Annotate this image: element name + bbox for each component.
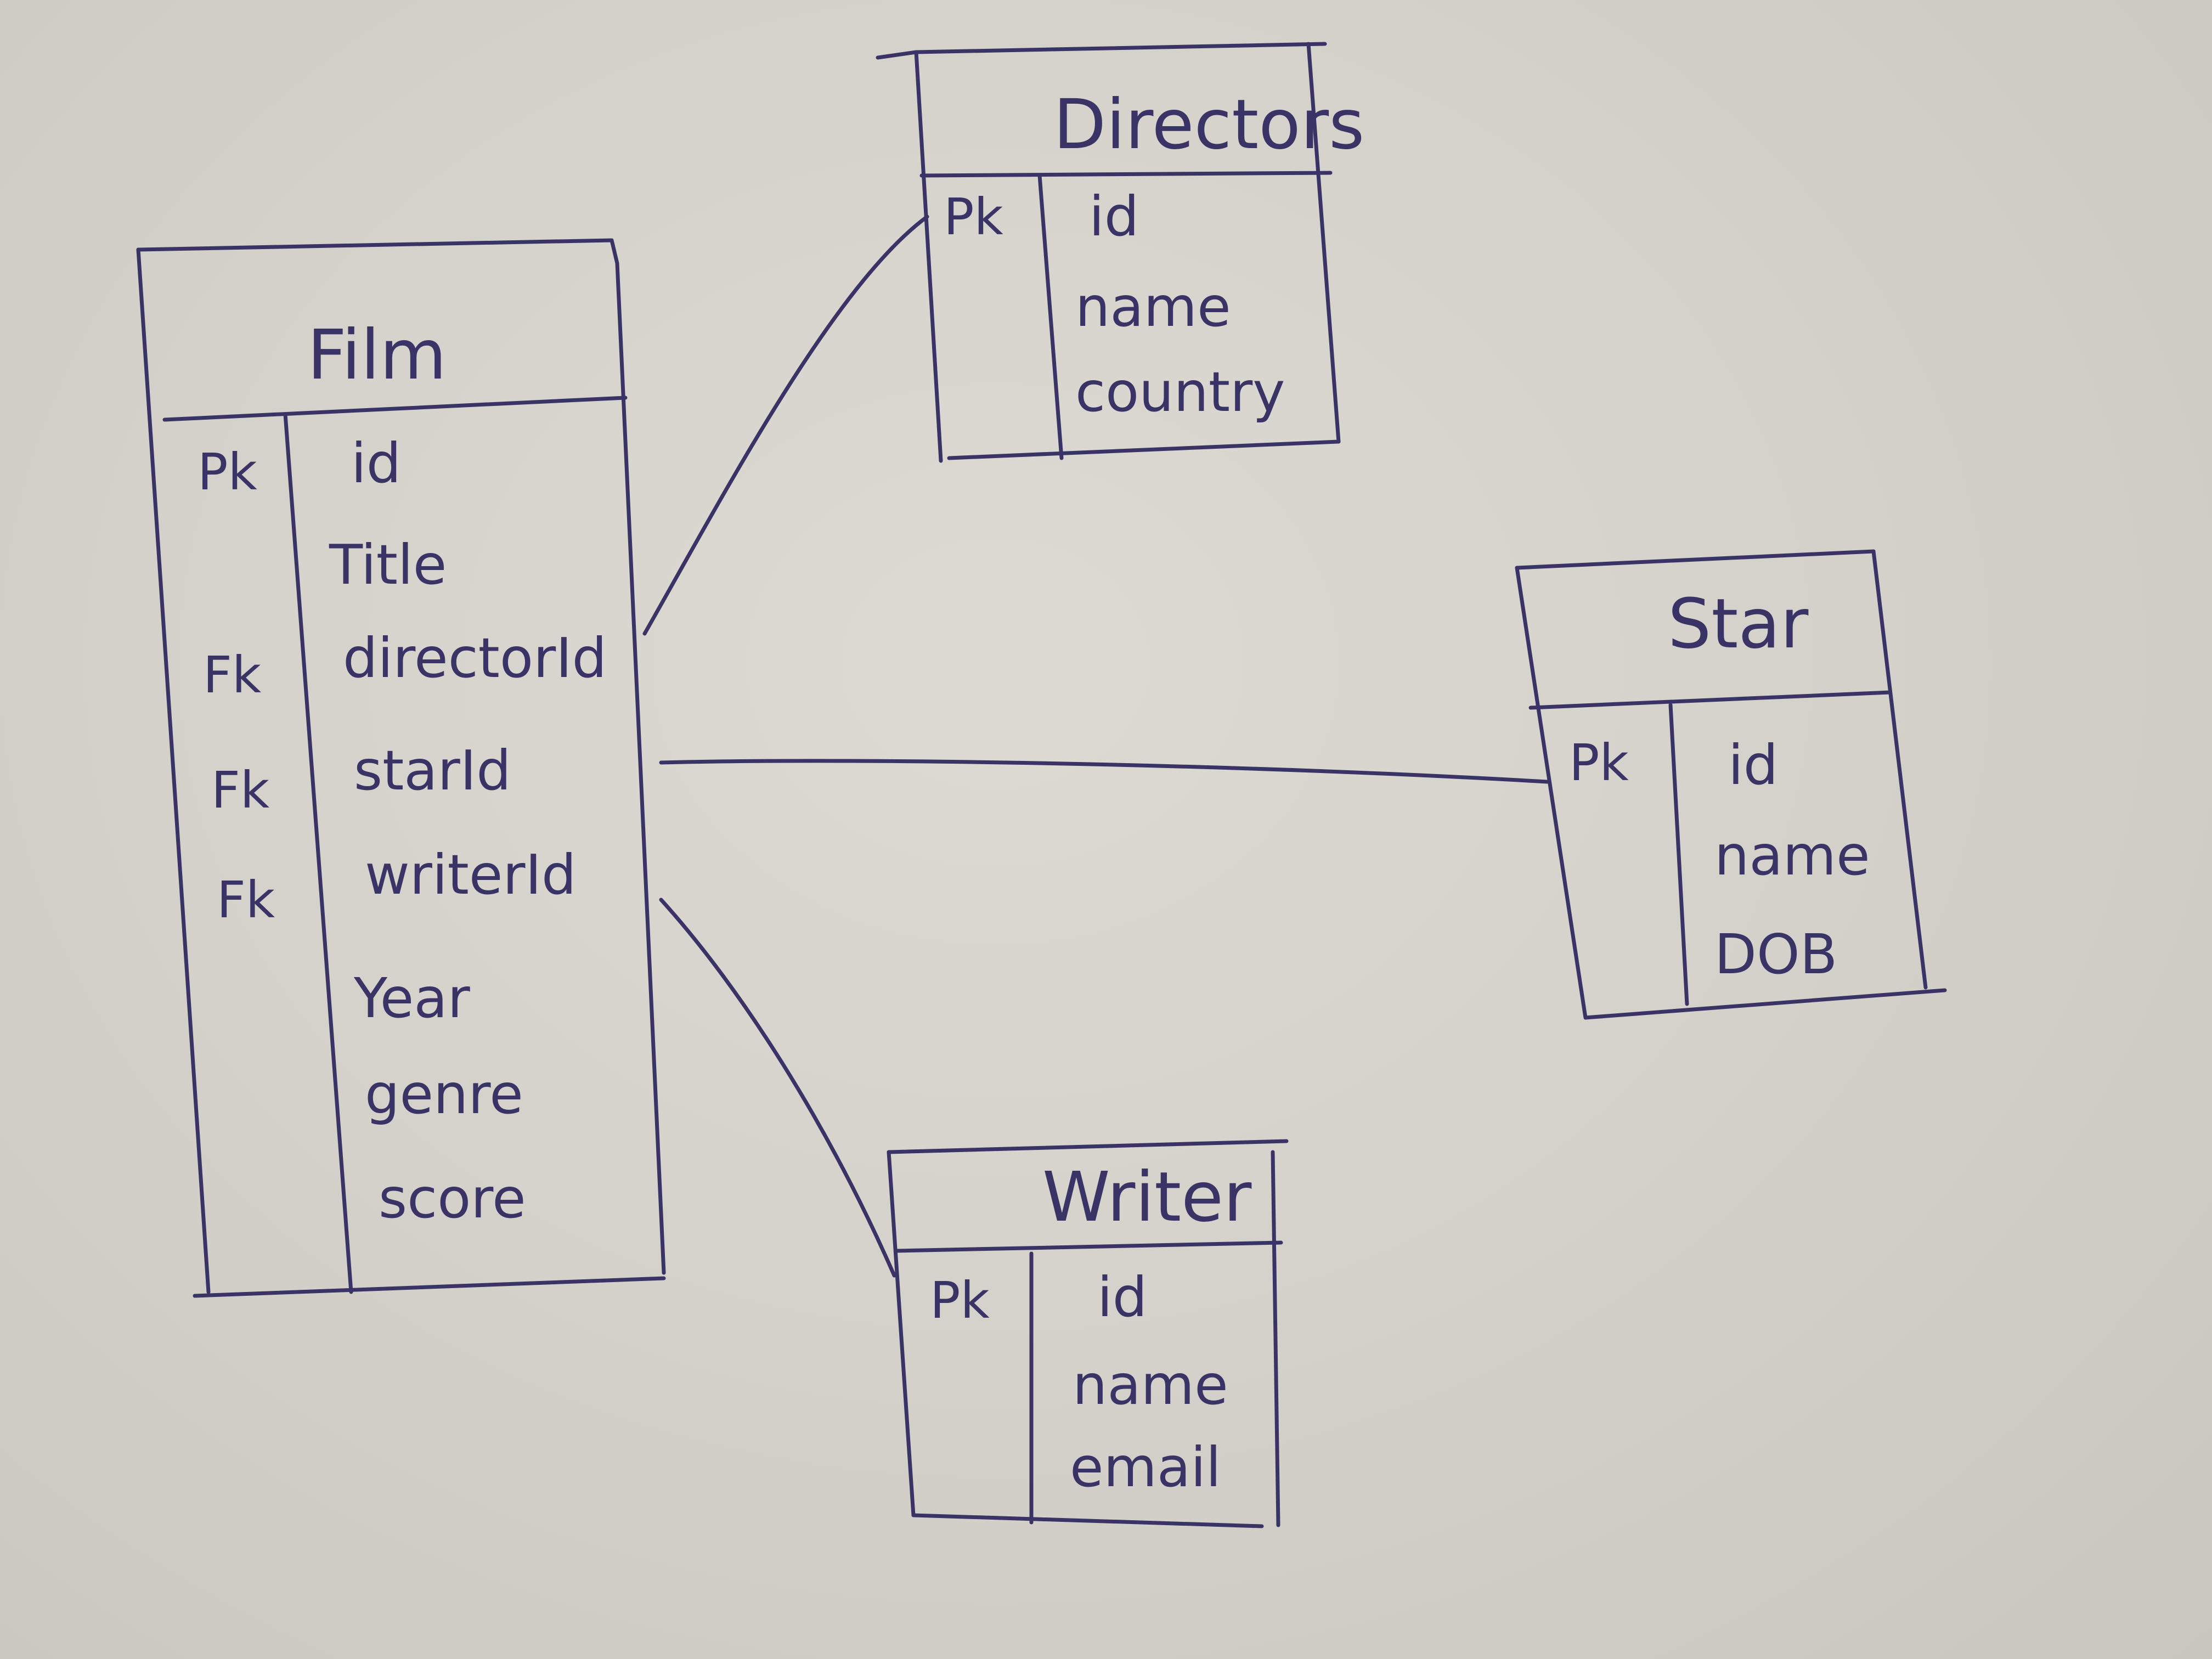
star-field-dob: DOB (1714, 922, 1838, 986)
writer-field-name: name (1073, 1353, 1228, 1417)
writer-title: Writer (1042, 1158, 1252, 1237)
directors-title: Directors (1053, 85, 1365, 165)
directors-field-name: name (1075, 275, 1231, 339)
film-key-fk-star: Fk (211, 761, 270, 820)
writer-field-email: email (1070, 1435, 1221, 1499)
film-field-directorid: directorId (343, 626, 607, 690)
film-field-genre: genre (365, 1062, 523, 1126)
film-field-id: id (351, 431, 402, 495)
star-key-pk: Pk (1569, 733, 1629, 792)
film-field-title: Title (329, 533, 447, 597)
writer-field-id: id (1097, 1265, 1148, 1329)
relationship-line-directors (642, 215, 929, 636)
star-title: Star (1668, 584, 1809, 664)
writer-key-pk: Pk (930, 1271, 990, 1330)
star-field-id: id (1728, 733, 1779, 797)
film-key-fk-director: Fk (203, 646, 262, 704)
star-field-name: name (1714, 823, 1870, 888)
directors-field-id: id (1089, 184, 1139, 249)
film-field-year: Year (354, 966, 470, 1030)
film-field-starid: starId (354, 738, 511, 803)
film-field-writerid: writerId (365, 843, 577, 907)
film-field-score: score (379, 1166, 526, 1231)
film-key-fk-writer: Fk (217, 871, 275, 929)
film-key-pk: Pk (198, 443, 257, 501)
directors-key-pk: Pk (944, 188, 1003, 246)
film-title: Film (307, 315, 447, 395)
directors-table-frame (876, 42, 1341, 463)
directors-field-country: country (1075, 360, 1285, 424)
star-table-frame (1515, 549, 1947, 1020)
film-table-frame (136, 238, 666, 1298)
writer-table-frame (887, 1139, 1289, 1528)
relationship-line-star (659, 759, 1549, 784)
relationship-line-writer (659, 898, 896, 1278)
